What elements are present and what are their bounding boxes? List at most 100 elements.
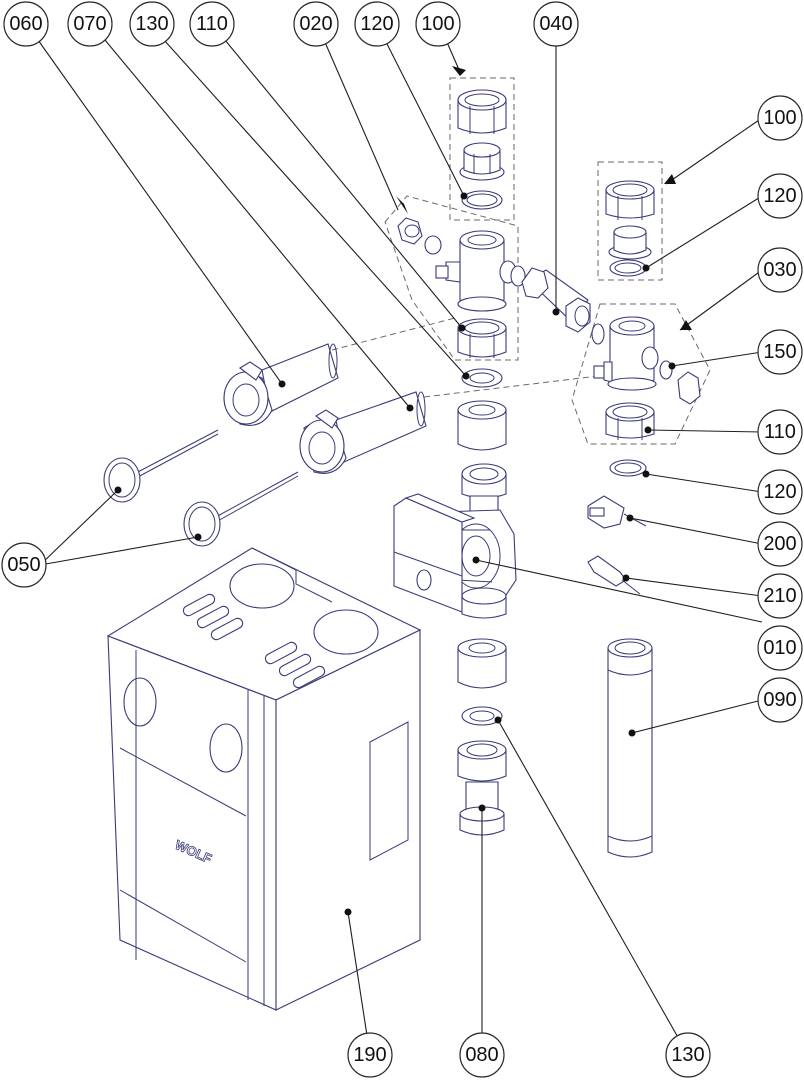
gasket-120-right (609, 259, 647, 277)
callout-120-right: 120 (757, 173, 803, 219)
union-nut-right (605, 180, 655, 220)
power-connector (587, 495, 647, 529)
svg-text:020: 020 (299, 13, 332, 35)
gasket-130-bottom (461, 706, 503, 726)
callout-040: 040 (533, 1, 579, 47)
svg-text:200: 200 (763, 533, 796, 555)
signal-connector (587, 555, 641, 595)
union-set-top (457, 89, 507, 210)
callout-130-bottom: 130 (665, 1032, 711, 1078)
svg-text:130: 130 (135, 13, 168, 35)
leader-lines (37, 39, 763, 1056)
pipe-spacer (607, 638, 653, 858)
union-nut-110-right (605, 402, 655, 440)
arrowhead-100-top (452, 66, 466, 76)
insulation-ring-upper (457, 400, 507, 451)
pump-control-box (393, 493, 476, 613)
union-set-right (605, 180, 655, 277)
svg-text:190: 190 (353, 1044, 386, 1066)
svg-text:080: 080 (465, 1044, 498, 1066)
cap-nut-right (677, 371, 701, 405)
gasket-130-top (461, 368, 503, 388)
gasket-120-lower-right (609, 459, 647, 477)
valve-body-left (435, 230, 517, 312)
seal-ring-left (424, 235, 442, 255)
pump-knob (416, 569, 432, 591)
valve-body-right (593, 316, 659, 391)
group-outline-020 (384, 195, 519, 361)
projection-line-upper (331, 317, 456, 351)
callout-110-top: 110 (189, 1, 235, 47)
union-nut-110-left (457, 318, 507, 358)
svg-text:100: 100 (421, 13, 454, 35)
thermometer-lower (183, 471, 299, 547)
svg-text:120: 120 (360, 13, 393, 35)
svg-text:060: 060 (9, 13, 42, 35)
svg-text:120: 120 (763, 185, 796, 207)
projection-line-lower (423, 375, 599, 398)
arrowhead-100-right (664, 174, 676, 184)
immersion-sleeve-upper (223, 343, 339, 426)
casing-side-port-left (123, 677, 157, 727)
group-outline-030 (571, 303, 711, 445)
callout-120-top: 120 (354, 1, 400, 47)
svg-text:120: 120 (763, 481, 796, 503)
circulation-pump (393, 463, 517, 619)
svg-text:030: 030 (763, 259, 796, 281)
svg-text:100: 100 (763, 107, 796, 129)
svg-text:090: 090 (763, 689, 796, 711)
casing-vents-lower (264, 641, 326, 689)
callout-150: 150 (757, 329, 803, 375)
callout-100-top: 100 (415, 1, 461, 47)
callout-070: 070 (67, 1, 113, 47)
callout-120-lower: 120 (757, 469, 803, 515)
casing-vents-upper (182, 593, 244, 641)
arrowheads (396, 66, 692, 330)
callout-130-top: 130 (129, 1, 175, 47)
svg-text:130: 130 (671, 1044, 704, 1066)
callout-080: 080 (459, 1032, 505, 1078)
leader-dots (114, 192, 676, 916)
svg-text:110: 110 (196, 13, 228, 35)
svg-text:110: 110 (764, 421, 796, 443)
callout-060: 060 (3, 1, 49, 47)
insulation-ring-lower (457, 638, 507, 689)
casing-side-port-right (209, 723, 243, 773)
seal-ring-040 (591, 323, 605, 345)
callout-020: 020 (293, 1, 339, 47)
gasket-120-top (461, 190, 503, 210)
immersion-sleeve-lower (299, 391, 427, 474)
casing-port-lower (313, 609, 379, 655)
group-outlines (331, 77, 711, 445)
svg-text:050: 050 (7, 554, 40, 576)
seal-ring-right-of-valve (510, 265, 526, 287)
valve-assembly-right (593, 316, 701, 440)
union-tailpiece-right (608, 225, 652, 260)
casing-port-upper (229, 563, 295, 609)
callout-200: 200 (757, 521, 803, 567)
pump-lower-port (461, 587, 507, 619)
svg-text:040: 040 (539, 13, 572, 35)
union-tailpiece-top (459, 142, 505, 181)
callout-100-right: 100 (757, 95, 803, 141)
svg-text:010: 010 (763, 637, 796, 659)
cap-nut-left (397, 217, 423, 245)
svg-text:210: 210 (763, 585, 796, 607)
thermometer-upper (103, 429, 219, 503)
casing-cutout (369, 721, 409, 861)
insulation-casing: WOLF (106, 547, 422, 1011)
union-nut-top (457, 89, 507, 134)
connection-pipe (521, 267, 591, 333)
group-outline-100-top (449, 77, 515, 221)
callout-090: 090 (757, 677, 803, 723)
callout-110-right: 110 (757, 409, 803, 455)
casing-right-face (275, 629, 421, 1011)
callout-030: 030 (757, 247, 803, 293)
svg-text:150: 150 (763, 341, 796, 363)
group-outline-100-right (597, 161, 663, 281)
arrowhead-030 (680, 320, 692, 330)
pump-connection-fitting (457, 740, 507, 836)
valve-assembly-left (397, 217, 526, 358)
